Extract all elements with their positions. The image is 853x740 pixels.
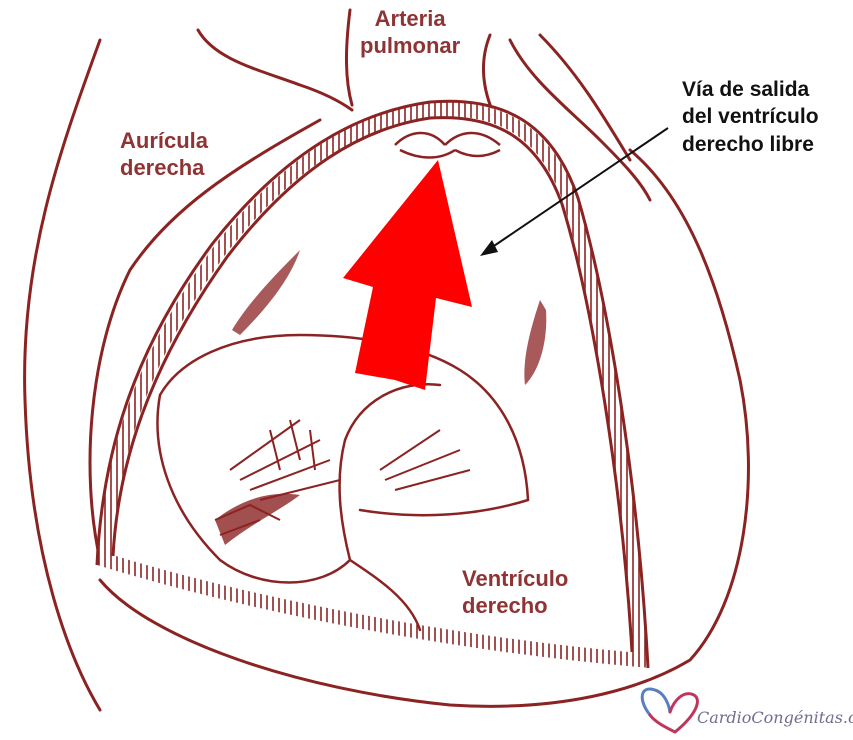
- pulmonary-artery-left: [346, 10, 352, 105]
- label-auricula-derecha: Aurícula derecha: [120, 128, 208, 182]
- tissue-shadow-left: [232, 250, 300, 335]
- papillary-muscle: [215, 494, 300, 545]
- pulmonary-artery-right: [483, 35, 492, 110]
- outflow-arrow: [343, 160, 472, 390]
- label-arteria-pulmonar: Arteria pulmonar: [360, 6, 460, 60]
- right-atrium-outline: [25, 40, 100, 710]
- label-ventriculo-derecho: Ventrículo derecho: [462, 566, 568, 620]
- label-via-de-salida: Vía de salida del ventrículo derecho lib…: [682, 76, 819, 158]
- tissue-shadow-right: [524, 300, 546, 385]
- aorta-line: [198, 30, 352, 110]
- watermark-text: CardioCongénitas.com: [697, 708, 853, 727]
- pointer-arrowhead: [480, 240, 498, 256]
- pulmonary-valve: [395, 133, 500, 158]
- right-vessel-outline: [510, 40, 650, 200]
- heart-outline-icon: [642, 689, 697, 732]
